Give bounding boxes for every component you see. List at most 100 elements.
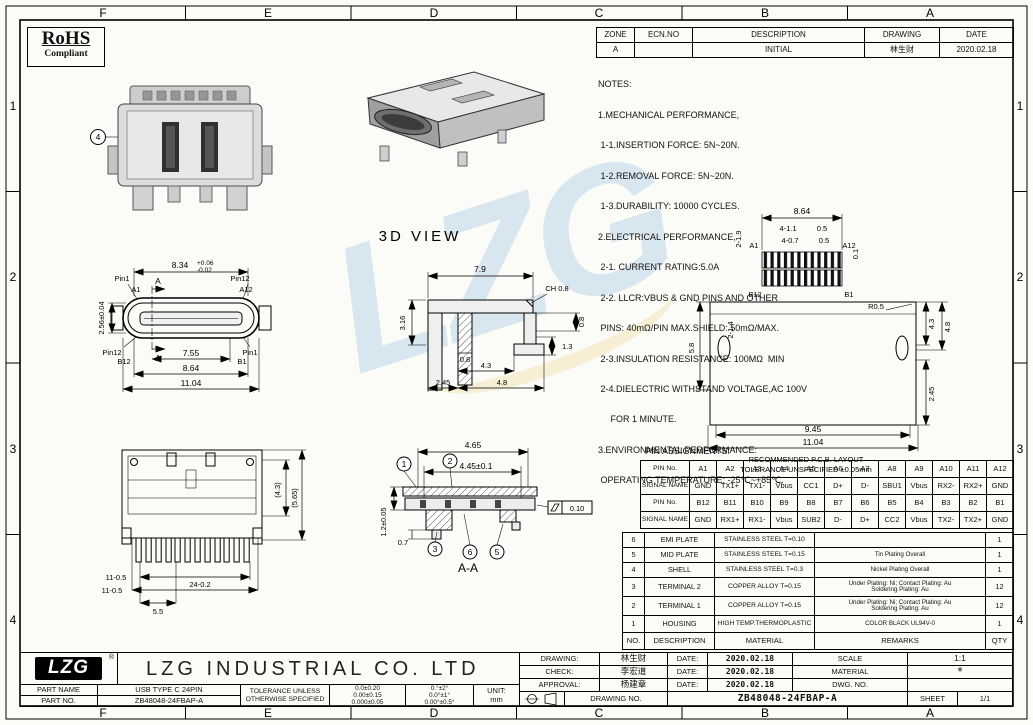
dim-label: 5.5 bbox=[153, 607, 163, 616]
pin-cell: GND bbox=[986, 512, 1013, 529]
third-angle-projection-icon bbox=[525, 692, 557, 706]
tolerance-linear-2: 0.00±0.15 bbox=[353, 691, 382, 699]
revision-header-cell: ECN.NO bbox=[634, 28, 692, 43]
dim-label: 0.8 bbox=[460, 355, 470, 364]
tolerance-linear-3: 0.000±0.05 bbox=[351, 699, 384, 707]
parts-cell: HOUSING bbox=[644, 616, 714, 633]
pin-cell: B9 bbox=[770, 495, 797, 512]
pin-cell: B3 bbox=[932, 495, 959, 512]
parts-cell: 12 bbox=[985, 597, 1013, 616]
date-value: 2020.02.18 bbox=[708, 653, 793, 666]
pin-cell: A1 bbox=[689, 461, 716, 478]
zone-label: F bbox=[99, 706, 106, 720]
front-face-view: A A 8.34 +0.06 -0.02 2.56±0.04 Pin1 A1 P… bbox=[97, 260, 272, 393]
pin-cell: A3 bbox=[743, 461, 770, 478]
dim-label: (4.3) bbox=[273, 482, 282, 498]
note-line: PINS: 40mΩ/PIN MAX.SHIELD: 50mΩ/MAX. bbox=[598, 323, 780, 334]
pin-cell: A9 bbox=[905, 461, 932, 478]
dim-label: 0.7 bbox=[398, 538, 408, 547]
parts-cell bbox=[814, 533, 985, 548]
dim-label: 8.34 bbox=[172, 260, 189, 270]
pin-cell: D- bbox=[824, 512, 851, 529]
pad-label: B12 bbox=[748, 290, 761, 299]
zone-label: 3 bbox=[1017, 442, 1024, 456]
approval-row-label: APPROVAL: bbox=[520, 679, 600, 692]
parts-cell: STAINLESS STEEL T=0.15 bbox=[714, 548, 814, 563]
parts-cell: STAINLESS STEEL T=0.3 bbox=[714, 563, 814, 578]
parts-cell: 4 bbox=[622, 563, 644, 578]
pin-cell: B1 bbox=[986, 495, 1013, 512]
sheet-value: 1/1 bbox=[958, 692, 1013, 707]
company-logo: LZG bbox=[35, 657, 102, 680]
pin-label: A1 bbox=[131, 285, 140, 294]
pin-cell: TX2+ bbox=[959, 512, 986, 529]
note-line: 2-4.DIELECTRIC WITHSTAND VOLTAGE,AC 100V bbox=[598, 384, 808, 394]
dim-label: 8.64 bbox=[794, 206, 811, 216]
parts-cell: 1 bbox=[985, 563, 1013, 578]
pin-cell: SIGNAL NAME bbox=[640, 478, 689, 495]
pin-cell: B10 bbox=[743, 495, 770, 512]
pin-cell: D+ bbox=[824, 478, 851, 495]
pin-cell: B12 bbox=[689, 495, 716, 512]
dim-label: 2.45 bbox=[436, 378, 451, 387]
pin-cell: B4 bbox=[905, 495, 932, 512]
part-no-label: PART NO. bbox=[20, 696, 98, 707]
parts-cell: Under Plating: Ni; Contact Plating: Au S… bbox=[814, 597, 985, 616]
dim-label: 11-0.5 bbox=[102, 586, 123, 595]
note-line: 2-3.INSULATION RESISTANCE: 100MΩ MIN bbox=[598, 353, 785, 364]
dim-label: 4.45±0.1 bbox=[459, 461, 492, 471]
zone-labels: F E D C B A F E D C B A 1 2 3 4 1 2 3 4 bbox=[10, 6, 1024, 720]
dim-label: 0.8 bbox=[577, 317, 586, 327]
dim-label: 4-1.1 bbox=[779, 224, 796, 233]
dim-label: 2-1.9 bbox=[734, 230, 743, 247]
zone-label: 3 bbox=[10, 442, 17, 456]
pin-cell: A7 bbox=[851, 461, 878, 478]
dim-label: 4.8 bbox=[943, 322, 952, 332]
note-line: 1.MECHANICAL PERFORMANCE, bbox=[598, 109, 740, 120]
zone-label: E bbox=[264, 706, 272, 720]
date-label: DATE: bbox=[668, 653, 708, 666]
drawing-no-label: DRAWING NO. bbox=[565, 692, 668, 707]
tolerance-title: TOLERANCE UNLESS OTHERWISE SPECIFIED bbox=[241, 685, 330, 707]
sheet-label: SHEET bbox=[908, 692, 958, 707]
pin-cell: D+ bbox=[851, 512, 878, 529]
dim-label: 0.5 bbox=[819, 236, 829, 245]
revision-cell: INITIAL bbox=[692, 43, 864, 58]
dim-label: CH 0.8 bbox=[545, 284, 568, 293]
logo-cell: LZG ® bbox=[20, 653, 118, 685]
pin-cell: SBU1 bbox=[878, 478, 905, 495]
note-line: 1-2.REMOVAL FORCE: 5N~20N. bbox=[598, 170, 734, 181]
date-value: 2020.02.18 bbox=[708, 666, 793, 679]
revision-table: ZONE ECN.NO DESCRIPTION DRAWING DATE A I… bbox=[596, 27, 1014, 58]
dim-label: 4.8 bbox=[497, 378, 507, 387]
parts-cell: COPPER ALLOY T=0.15 bbox=[714, 597, 814, 616]
parts-footer-cell: QTY bbox=[985, 633, 1013, 650]
pin-assignments-title: PIN ASSIGNMENTS: bbox=[645, 446, 731, 456]
revision-cell: 林生财 bbox=[864, 43, 939, 58]
pin-cell: PIN No. bbox=[640, 495, 689, 512]
balloon-1: 1 bbox=[402, 459, 407, 469]
dim-label: 24-0.2 bbox=[189, 580, 210, 589]
note-line: 2-2. LLCR:VBUS & GND PINS AND OTHER bbox=[598, 292, 779, 303]
tolerance-angular-2: 0.0°±1° bbox=[428, 691, 451, 699]
scale-label: SCALE bbox=[793, 653, 908, 666]
section-aa-view: 4.65 4.45±0.1 1.2±0.05 0.7 0.10 1 2 bbox=[379, 440, 593, 575]
pin-assignments-table: PIN No. A1 A2 A3 A4 A5 A6 A7 A8 A9 A10 A… bbox=[640, 460, 1014, 529]
zone-label: 4 bbox=[1017, 613, 1024, 627]
balloon-5: 5 bbox=[495, 547, 500, 557]
company-name: LZG INDUSTRIAL CO. LTD bbox=[118, 653, 520, 685]
note-line: 1-3.DURABILITY: 10000 CYCLES. bbox=[598, 201, 740, 212]
dim-label: 4.3 bbox=[927, 319, 936, 329]
parts-cell: Tin Plating Overall bbox=[814, 548, 985, 563]
note-line: FOR 1 MINUTE. bbox=[598, 414, 677, 425]
parts-cell: 1 bbox=[985, 533, 1013, 548]
drawing-no-value: ZB48048-24FBAP-A bbox=[668, 692, 908, 707]
pin-cell: A12 bbox=[986, 461, 1013, 478]
pin-cell: B5 bbox=[878, 495, 905, 512]
note-line: NOTES: bbox=[598, 79, 632, 90]
pin-cell: GND bbox=[986, 478, 1013, 495]
pin-label: Pin12 bbox=[102, 348, 121, 357]
pin-label: Pin1 bbox=[114, 274, 129, 283]
pin-cell: SUB2 bbox=[797, 512, 824, 529]
